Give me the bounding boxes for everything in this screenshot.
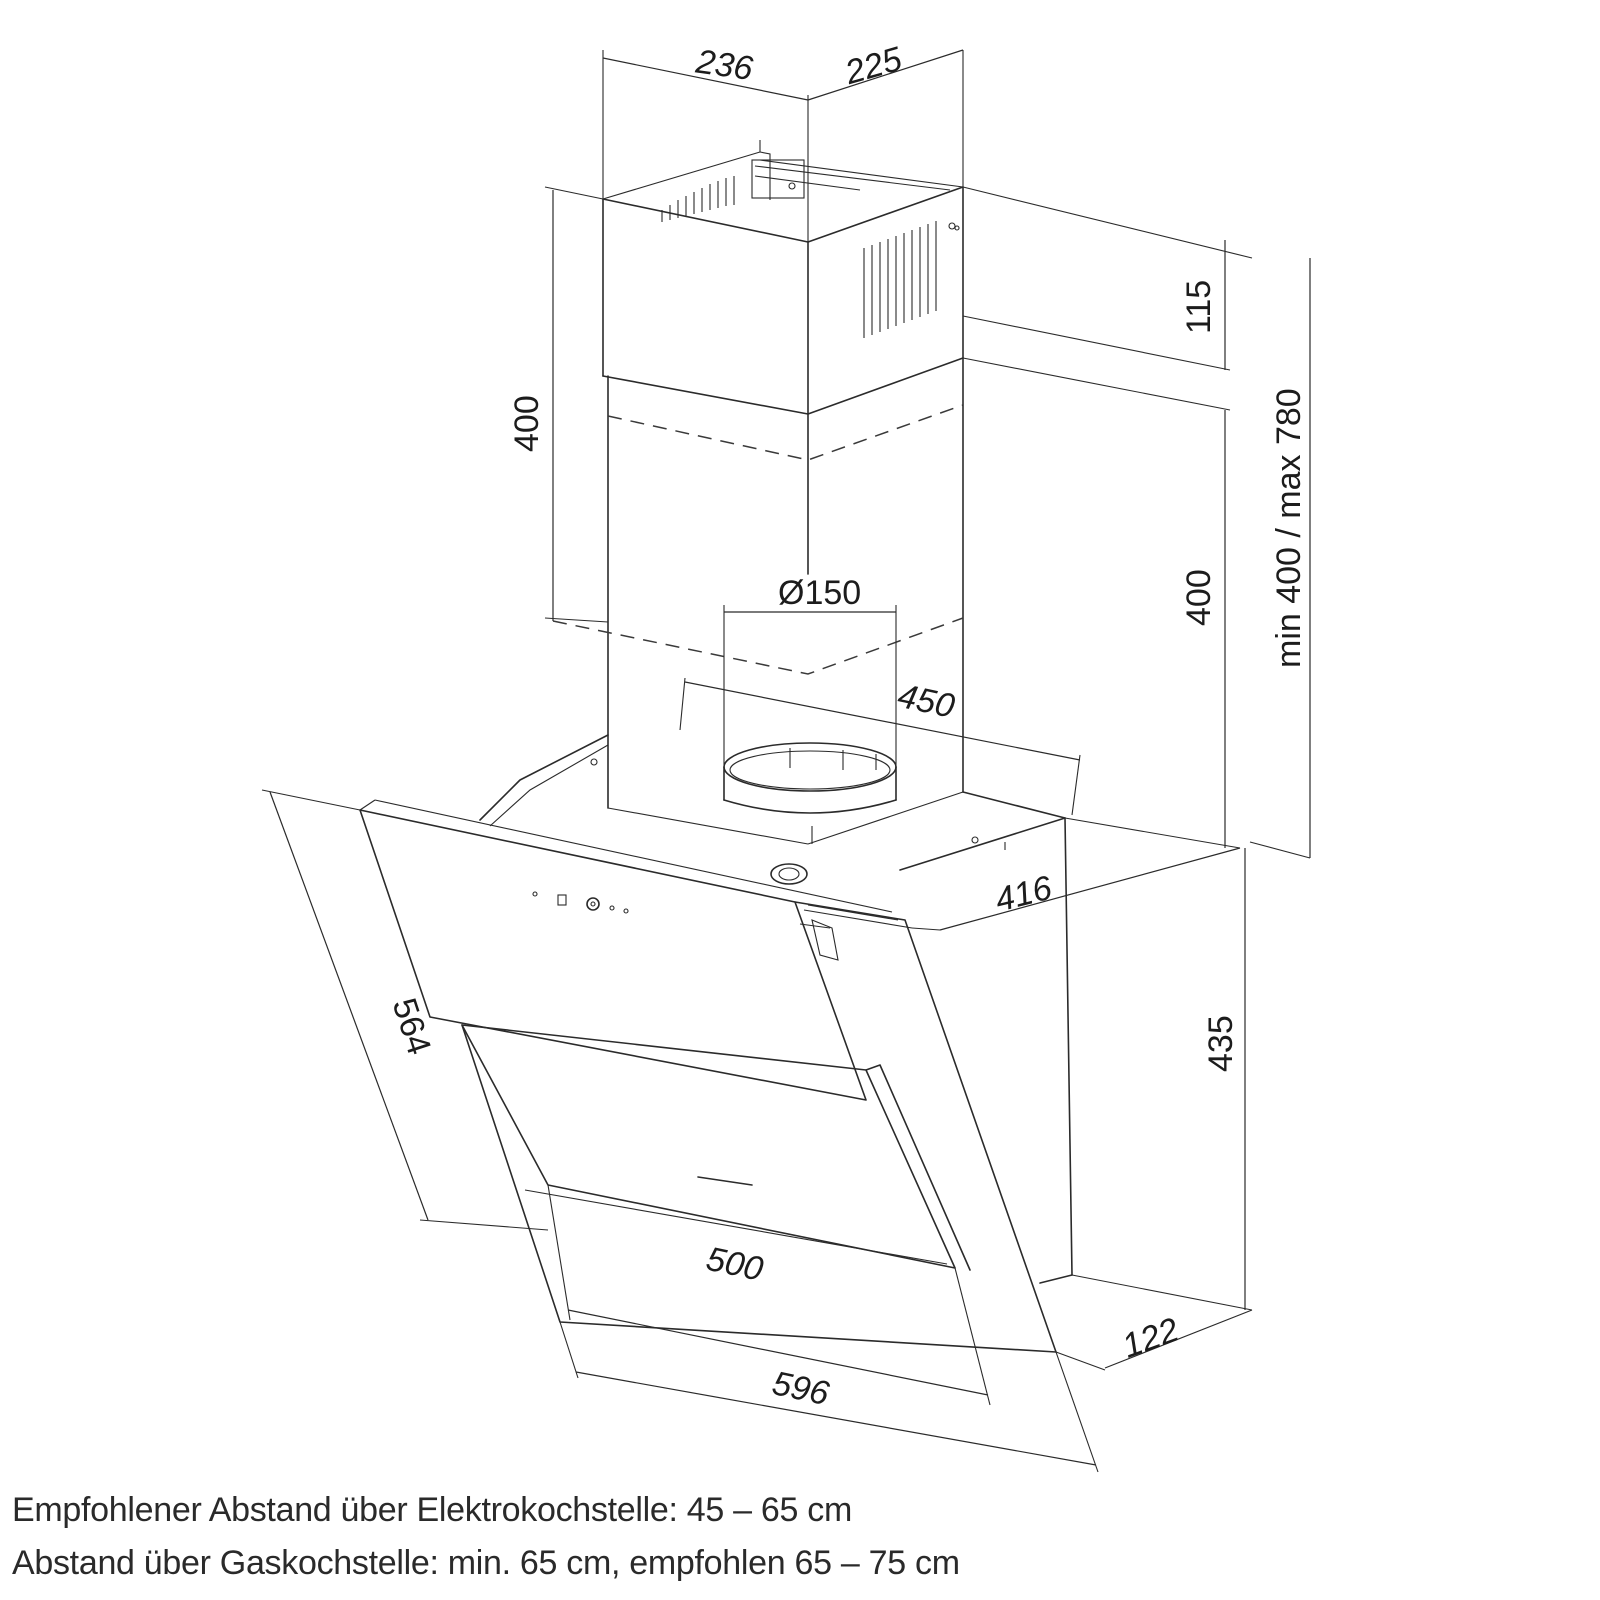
dim-chimney-overlap: 400 xyxy=(508,395,546,452)
lower-chimney xyxy=(552,357,964,845)
dim-chimney-range: min 400 / max 780 xyxy=(1270,388,1308,668)
dim-chimney-lower-height: 400 xyxy=(1180,569,1218,626)
dim-bottom-width-outer: 596 xyxy=(769,1364,832,1413)
dim-bottom-depth: 122 xyxy=(1117,1311,1183,1366)
note-electric-hob: Empfohlener Abstand über Elektrokochstel… xyxy=(12,1491,852,1529)
dim-body-depth: 416 xyxy=(991,869,1055,920)
note-gas-hob: Abstand über Gaskochstelle: min. 65 cm, … xyxy=(12,1544,960,1582)
dim-duct-diameter: Ø150 xyxy=(778,574,861,612)
dim-chimney-top-height: 115 xyxy=(1180,280,1218,334)
dim-hood-height: 435 xyxy=(1202,1015,1240,1072)
dimension-lines xyxy=(261,49,1311,1473)
dim-glass-length: 564 xyxy=(385,994,439,1060)
dim-body-width: 450 xyxy=(894,677,957,726)
dim-chimney-width: 225 xyxy=(840,40,906,92)
dim-bottom-width-inner: 500 xyxy=(703,1240,766,1289)
brand-logo xyxy=(697,1176,753,1186)
upper-chimney xyxy=(602,140,964,415)
duct-collar xyxy=(723,742,897,814)
vent-slots-right xyxy=(863,221,937,338)
hood-body xyxy=(479,734,1073,1284)
vent-slots-left xyxy=(661,176,735,222)
dimension-labels: 236 225 115 400 400 min 400 / max 780 Ø1… xyxy=(385,40,1308,1413)
dim-chimney-depth: 236 xyxy=(693,42,756,88)
control-panel xyxy=(532,891,629,914)
